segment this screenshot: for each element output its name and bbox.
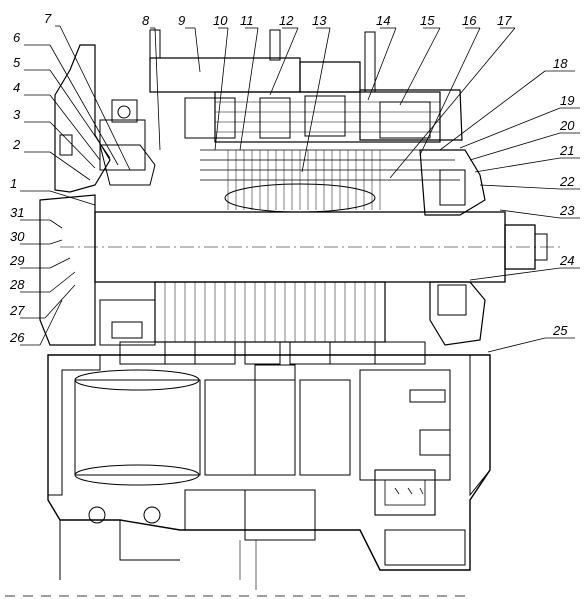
- callout-11: 11: [240, 13, 254, 28]
- callout-8: 8: [142, 13, 150, 28]
- stator-frame: [149, 29, 463, 213]
- callout-31: 31: [10, 205, 24, 220]
- callout-21: 21: [559, 143, 574, 158]
- rotor-core-lower: [99, 281, 386, 346]
- callout-18: 18: [553, 56, 568, 71]
- callout-20: 20: [559, 118, 575, 133]
- rotor-shaft: [60, 211, 560, 283]
- callout-29: 29: [9, 253, 24, 268]
- callout-16: 16: [462, 13, 477, 28]
- callout-26: 26: [9, 330, 25, 345]
- callout-28: 28: [9, 277, 25, 292]
- callout-27: 27: [9, 303, 25, 318]
- callout-2: 2: [12, 137, 21, 152]
- callout-labels: 1 2 3 4 5 6 7 8 9 10 11 12 13 14 15 16 1…: [9, 11, 575, 345]
- callout-5: 5: [13, 55, 21, 70]
- callout-25: 25: [552, 323, 568, 338]
- callout-22: 22: [559, 174, 575, 189]
- callout-17: 17: [497, 13, 512, 28]
- callout-3: 3: [13, 107, 21, 122]
- callout-30: 30: [10, 229, 25, 244]
- callout-9: 9: [178, 13, 185, 28]
- leader-lines: [20, 25, 580, 353]
- callout-1: 1: [10, 176, 17, 191]
- stator-windings-lower: [119, 341, 426, 365]
- callout-19: 19: [560, 93, 574, 108]
- callout-6: 6: [13, 30, 21, 45]
- callout-13: 13: [312, 13, 327, 28]
- callout-23: 23: [559, 203, 575, 218]
- callout-14: 14: [376, 13, 390, 28]
- callout-15: 15: [420, 13, 435, 28]
- callout-4: 4: [13, 80, 20, 95]
- callout-24: 24: [559, 253, 574, 268]
- callout-10: 10: [213, 13, 228, 28]
- lower-housing: [47, 354, 491, 590]
- right-end-shield: [419, 149, 486, 346]
- callout-12: 12: [279, 13, 294, 28]
- callout-7: 7: [44, 11, 52, 26]
